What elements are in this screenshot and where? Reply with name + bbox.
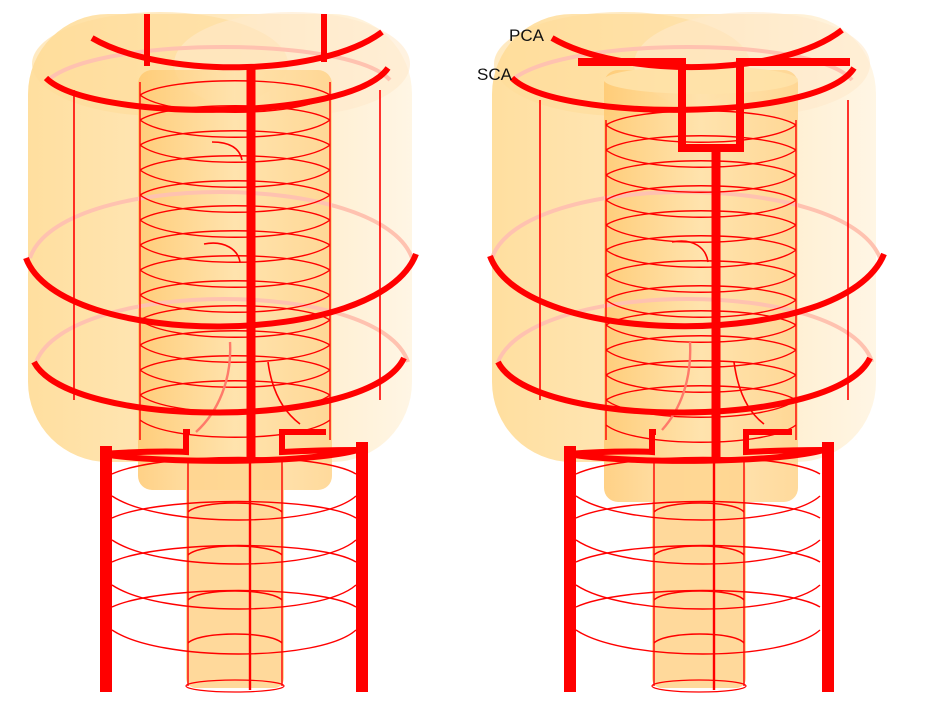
right-small-branches: [661, 240, 765, 431]
right-stepped-artery: [578, 58, 850, 152]
left-stalk-coils: [111, 456, 357, 655]
right-stalk-cylinder: [652, 460, 746, 688]
left-core-cylinder: [138, 70, 332, 490]
right-stalk-coils: [575, 456, 821, 655]
right-connector: [567, 429, 823, 457]
left-connector: [102, 429, 357, 457]
left-diagram: [23, 12, 419, 693]
left-stalk-cylinder: [186, 460, 284, 688]
right-sca-ring: [509, 66, 857, 113]
right-thin-verticals: [539, 100, 849, 400]
left-pca-ring: [90, 29, 384, 71]
left-bold-rings: [23, 29, 419, 416]
right-core-coils: [605, 110, 797, 443]
right-pca-ring: [550, 27, 844, 70]
left-thin-verticals: [73, 90, 381, 400]
left-sca-ring: [43, 66, 391, 113]
left-core-coils: [139, 80, 331, 438]
right-diagram: PCA SCA: [477, 12, 887, 693]
pca-label: PCA: [509, 26, 545, 45]
left-pale-rings: [28, 45, 414, 363]
right-core-top: [604, 66, 798, 94]
left-small-branches: [195, 141, 301, 433]
right-bold-rings: [487, 27, 887, 416]
left-stalk-bottom: [185, 679, 285, 693]
sca-label: SCA: [477, 65, 513, 84]
right-lower-arc: [567, 445, 832, 464]
right-stalk-bottom: [651, 679, 747, 693]
left-lower-arc: [102, 445, 366, 464]
